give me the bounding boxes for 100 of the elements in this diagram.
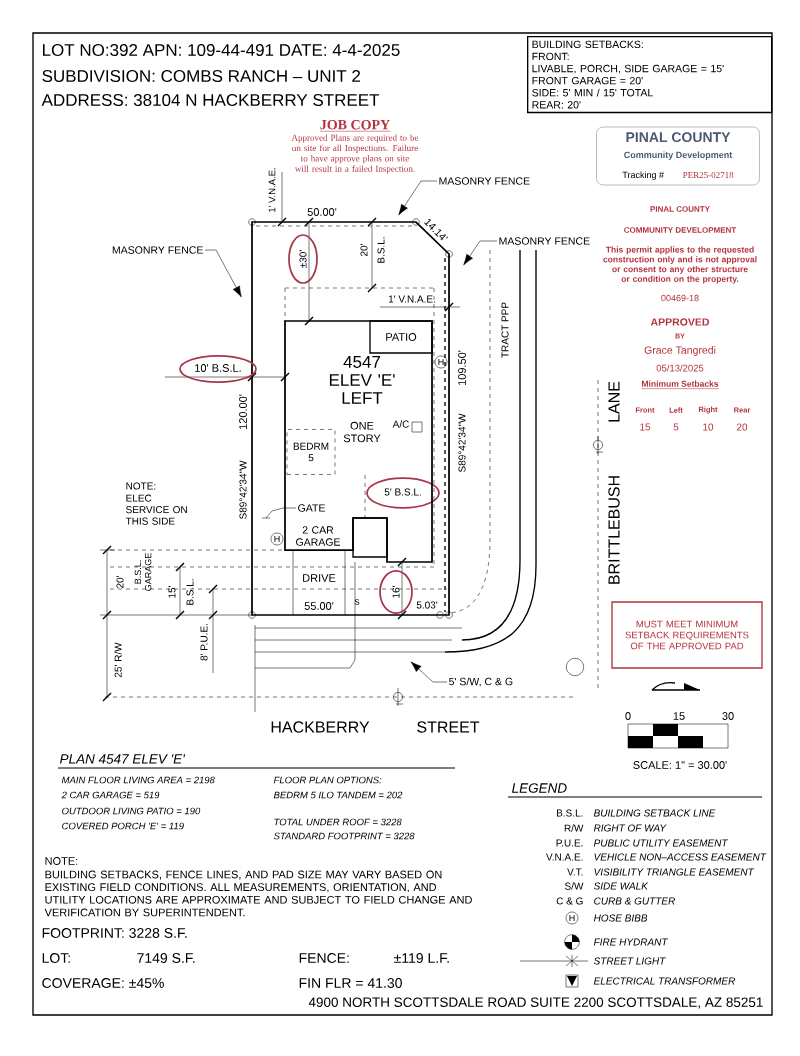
scale-number: 0: [625, 712, 631, 720]
dimension-label: 20': [116, 576, 124, 588]
stamp-heading: COMMUNITY DEVELOPMENT: [624, 227, 737, 233]
legend-text: ELECTRICAL TRANSFORMER: [593, 977, 735, 985]
street-name: LANE: [608, 381, 620, 422]
data-field: FENCE:: [299, 953, 349, 963]
area-list-item: TOTAL UNDER ROOF = 3228: [274, 818, 402, 826]
leader-line: [463, 240, 498, 266]
dimension-label: 5' B.S.L.: [384, 488, 421, 496]
abbreviation: P.U.E.: [556, 839, 583, 847]
note-text: ELEC SERVICE ON THIS SIDE: [125, 494, 187, 525]
dimension-label: 55.00': [304, 602, 334, 610]
area-list-item: BEDRM 5 ILO TANDEM = 202: [273, 791, 403, 799]
dimension-label: 50.00': [307, 208, 337, 216]
area-list-item: STANDARD FOOTPRINT = 3228: [273, 832, 415, 840]
setback-box: BUILDING SETBACKS: FRONT: LIVABLE, PORCH, SIDE GARAGE = 15' FRONT GARAGE = 20' SIDE: 5' MIN / 15' TOTAL REAR: 20': [527, 36, 773, 114]
approval-status: APPROVED: [650, 318, 710, 326]
dimension-label: 16': [392, 586, 400, 598]
legend-text: FIRE HYDRANT: [593, 938, 669, 946]
room-label: 2 CAR GARAGE: [296, 526, 340, 546]
abbreviation: V.T.: [567, 868, 583, 876]
table-cell: 5: [673, 423, 679, 431]
street-name: HACKBERRY: [271, 721, 370, 733]
dimension-label: B.S.L. GARAGE: [134, 553, 152, 591]
data-field: FIN FLR = 41.30: [299, 978, 402, 988]
note-heading: NOTE:: [126, 482, 156, 490]
dimension-label: 120.00': [239, 394, 247, 430]
county-stamp-box: PINAL COUNTY Community Development Tracking # PER25-02718: [596, 126, 760, 186]
tract-label: TRACT PPP: [501, 302, 509, 358]
utility-label: S: [354, 599, 360, 605]
leader-line: [265, 507, 297, 519]
dimension-label: B.S.L.: [186, 579, 194, 605]
legend-heading: LEGEND: [512, 783, 567, 793]
dimension-label: 1' V.N.A.E.: [268, 168, 276, 212]
bearing-label: S89°42'34"W: [458, 413, 466, 472]
abbreviation: V.N.A.E.: [546, 853, 583, 861]
equipment-label: A/C: [392, 420, 409, 428]
callout-label: MASONRY FENCE: [439, 177, 530, 185]
area-list-item: FLOOR PLAN OPTIONS:: [273, 776, 382, 784]
legend-text: SIDE WALK: [593, 882, 649, 890]
scale-number: 30: [722, 712, 734, 720]
dimension-label: B.S.L.: [377, 237, 385, 263]
stamp-note: Approved Plans are required to be on site for all Inspections. Failure to have approve plans on site will result in a failed Inspection.: [291, 134, 419, 174]
note-text: BUILDING SETBACKS, FENCE LINES, AND PAD SIZE MAY VARY BASED ON EXISTING FIELD CONDITIONS. ALL MEASUREMENTS, ORIENTATION, AND UTILITY LOCATIONS ARE APPROXIMATE AND SUBJECT TO FIELD CHANGE AND VERIFICATION BY SUPERINTENDENT.: [44, 870, 472, 917]
dimension-label: ±30': [299, 250, 307, 268]
dimension-label: 109.50': [458, 350, 466, 386]
leader-line: [204, 249, 242, 298]
abbreviation: R/W: [564, 824, 584, 832]
bedroom-area: BEDRM 5: [286, 429, 336, 475]
approver-name: Grace Tangredi: [644, 346, 716, 356]
room-label: DRIVE: [303, 574, 336, 582]
area-list-item: OUTDOOR LIVING PATIO = 190: [62, 807, 201, 815]
callout-label: 5' S/W, C & G: [449, 677, 513, 687]
abbreviation: C & G: [556, 897, 583, 905]
street-name: STREET: [417, 721, 480, 733]
permit-number: 00469-18: [661, 294, 699, 302]
header-text: LOT NO:392 APN: 109-44-491 DATE: 4-4-2025: [43, 44, 400, 56]
plan-heading: PLAN 4547 ELEV 'E': [60, 754, 186, 764]
leader-line: [410, 661, 448, 683]
legend-text: VISIBILITY TRIANGLE EASEMENT: [594, 868, 755, 876]
abbreviation: S/W: [565, 882, 584, 890]
legend-text: BUILDING SETBACK LINE: [593, 809, 716, 817]
legend-text: CURB & GUTTER: [594, 897, 675, 905]
legend-text: PUBLIC UTILITY EASEMENT: [593, 839, 729, 847]
callout-label: MASONRY FENCE: [112, 246, 203, 254]
patio-box: PATIO: [369, 320, 433, 354]
approval-date: 05/13/2025: [656, 364, 704, 372]
stamp-heading: JOB COPY: [319, 119, 391, 132]
area-list-item: 2 CAR GARAGE = 519: [61, 791, 160, 799]
requirement-box: MUST MEET MINIMUM SETBACK REQUIREMENTS OF THE APPROVED PAD: [611, 601, 763, 669]
bearing-label: S89°42'34"W: [239, 460, 247, 519]
dimension-label: 15': [168, 586, 176, 598]
dimension-label: 20': [360, 244, 368, 256]
legend-text: HOSE BIBB: [593, 914, 648, 922]
leader-line: [398, 180, 438, 216]
scale-text: SCALE: 1" = 30.00': [633, 761, 727, 769]
street-name: BRITTLEBUSH: [608, 476, 620, 584]
stamp-heading: PINAL COUNTY: [650, 206, 710, 212]
dimension-label: 8' P.U.E.: [200, 624, 208, 661]
dimension-label: 5.03': [416, 601, 438, 609]
address-text: 4900 NORTH SCOTTSDALE ROAD SUITE 2200 SCOTTSDALE, AZ 85251: [308, 997, 763, 1009]
legend-text: STREET LIGHT: [593, 957, 666, 965]
table-cell: 10: [703, 423, 714, 431]
legend-text: VEHICLE NON–ACCESS EASEMENT: [594, 853, 767, 861]
note-heading: NOTE:: [45, 857, 78, 865]
callout-label: MASONRY FENCE: [499, 237, 590, 245]
data-field: FOOTPRINT: 3228 S.F.: [42, 928, 187, 938]
data-field: ±119 L.F.: [394, 953, 449, 963]
data-field: 7149 S.F.: [137, 953, 195, 963]
stamp-note: This permit applies to the requested construction only and is not approval or consent to any other structure or condition on the property.: [603, 246, 757, 284]
table-heading: Minimum Setbacks: [641, 380, 719, 389]
data-field: COVERAGE: ±45%: [42, 978, 164, 988]
header-text: ADDRESS: 38104 N HACKBERRY STREET: [41, 94, 380, 106]
header-text: SUBDIVISION: COMBS RANCH – UNIT 2: [42, 70, 360, 82]
callout-label: GATE: [298, 504, 325, 512]
abbreviation: B.S.L.: [557, 809, 583, 817]
area-list-item: MAIN FLOOR LIVING AREA = 2198: [61, 776, 215, 784]
dimension-label: 25' R/W: [114, 642, 122, 678]
data-field: LOT:: [42, 953, 70, 963]
table-cell: 20: [736, 423, 748, 431]
